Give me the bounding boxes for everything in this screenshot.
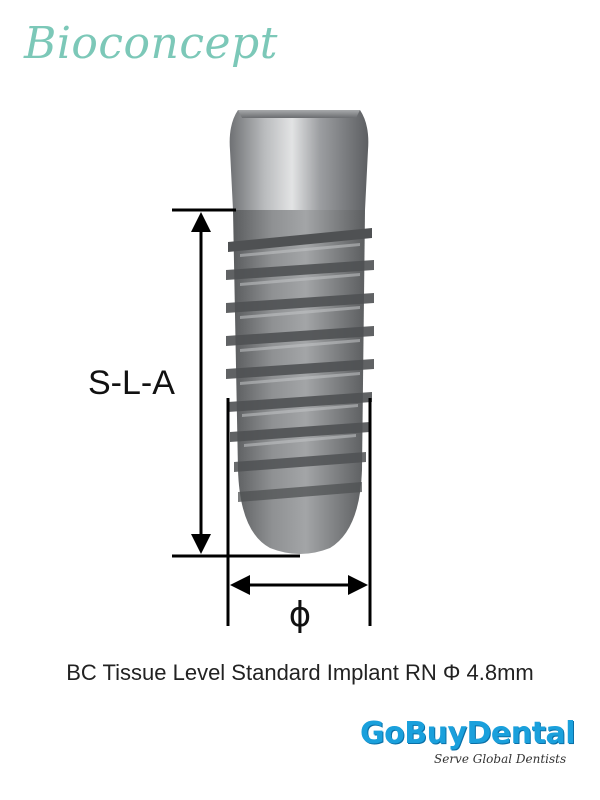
- implant-thread-highlights: [240, 243, 360, 447]
- implant-diagram: S-L-A ϕ: [88, 110, 374, 635]
- diameter-dimension: [226, 398, 372, 626]
- gobuydental-wordmark: GoBuyDental: [360, 716, 576, 751]
- product-caption: BC Tissue Level Standard Implant RN Φ 4.…: [66, 660, 534, 685]
- brand-logo: Bioconcept: [24, 18, 278, 69]
- implant-collar-top: [238, 110, 360, 118]
- length-dimension: [172, 208, 300, 558]
- implant-threads: [226, 228, 374, 502]
- diameter-label: ϕ: [289, 595, 311, 635]
- length-label: S-L-A: [88, 364, 175, 402]
- gobuydental-logo: GoBuyDental Serve Global Dentists: [360, 718, 580, 778]
- implant-collar: [229, 110, 369, 210]
- gobuydental-tagline: Serve Global Dentists: [434, 752, 567, 766]
